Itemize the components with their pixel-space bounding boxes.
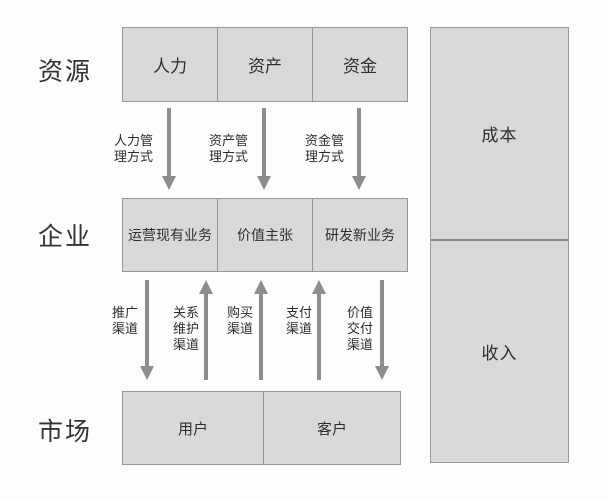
box-users: 用户 — [177, 419, 208, 438]
box-human-resources: 人力 — [153, 57, 187, 77]
label-capital-management: 资金管 理方式 — [305, 134, 345, 165]
arrow-purchase-up — [254, 280, 268, 380]
arrow-capital-management-down — [352, 108, 366, 190]
arrow-head-down-icon — [162, 176, 176, 190]
arrow-relationship-up — [199, 280, 213, 380]
arrow-hr-management-down — [162, 108, 176, 190]
box-operate-existing: 运营现有业务 — [128, 228, 212, 244]
arrow-shaft — [317, 291, 321, 380]
arrow-shaft — [204, 291, 208, 380]
box-customers: 客户 — [263, 392, 400, 464]
arrow-head-up-icon — [312, 280, 326, 294]
arrow-asset-management-down — [257, 108, 271, 190]
cost-revenue-column: 成本 收入 — [430, 27, 569, 463]
arrow-head-down-icon — [257, 176, 271, 190]
arrow-payment-up — [312, 280, 326, 380]
box-revenue: 收入 — [431, 239, 568, 462]
label-asset-management: 资产管 理方式 — [209, 134, 249, 165]
box-assets: 资产 — [217, 28, 312, 101]
row-label-market: 市场 — [38, 417, 93, 446]
label-promotion-channel: 推广 渠道 — [112, 306, 139, 337]
arrow-shaft — [259, 291, 263, 380]
box-value-proposition: 价值主张 — [217, 199, 312, 271]
resources-row: 人力 资产 资金 — [122, 27, 408, 102]
enterprise-row: 运营现有业务 价值主张 研发新业务 — [122, 198, 408, 272]
arrow-shaft — [262, 108, 266, 179]
market-row: 用户 客户 — [122, 391, 401, 465]
arrow-shaft — [380, 280, 384, 369]
arrow-shaft — [167, 108, 171, 179]
box-capital: 资金 — [312, 28, 407, 101]
arrow-promotion-down — [140, 280, 154, 380]
arrow-head-up-icon — [199, 280, 213, 294]
box-develop-new: 研发新业务 — [312, 199, 407, 271]
row-label-enterprise: 企业 — [38, 222, 93, 251]
label-relationship-channel: 关系 维护 渠道 — [173, 306, 200, 353]
arrow-head-up-icon — [254, 280, 268, 294]
label-payment-channel: 支付 渠道 — [286, 306, 313, 337]
row-label-resources: 资源 — [38, 57, 93, 86]
label-purchase-channel: 购买 渠道 — [227, 306, 254, 337]
arrow-head-down-icon — [140, 366, 154, 380]
arrow-shaft — [357, 108, 361, 179]
arrow-shaft — [145, 280, 149, 369]
box-cost: 成本 — [481, 126, 518, 146]
arrow-head-down-icon — [352, 176, 366, 190]
label-value-delivery-channel: 价值 交付 渠道 — [347, 306, 374, 353]
arrow-value-delivery-down — [375, 280, 389, 380]
label-hr-management: 人力管 理方式 — [114, 134, 154, 165]
arrow-head-down-icon — [375, 366, 389, 380]
